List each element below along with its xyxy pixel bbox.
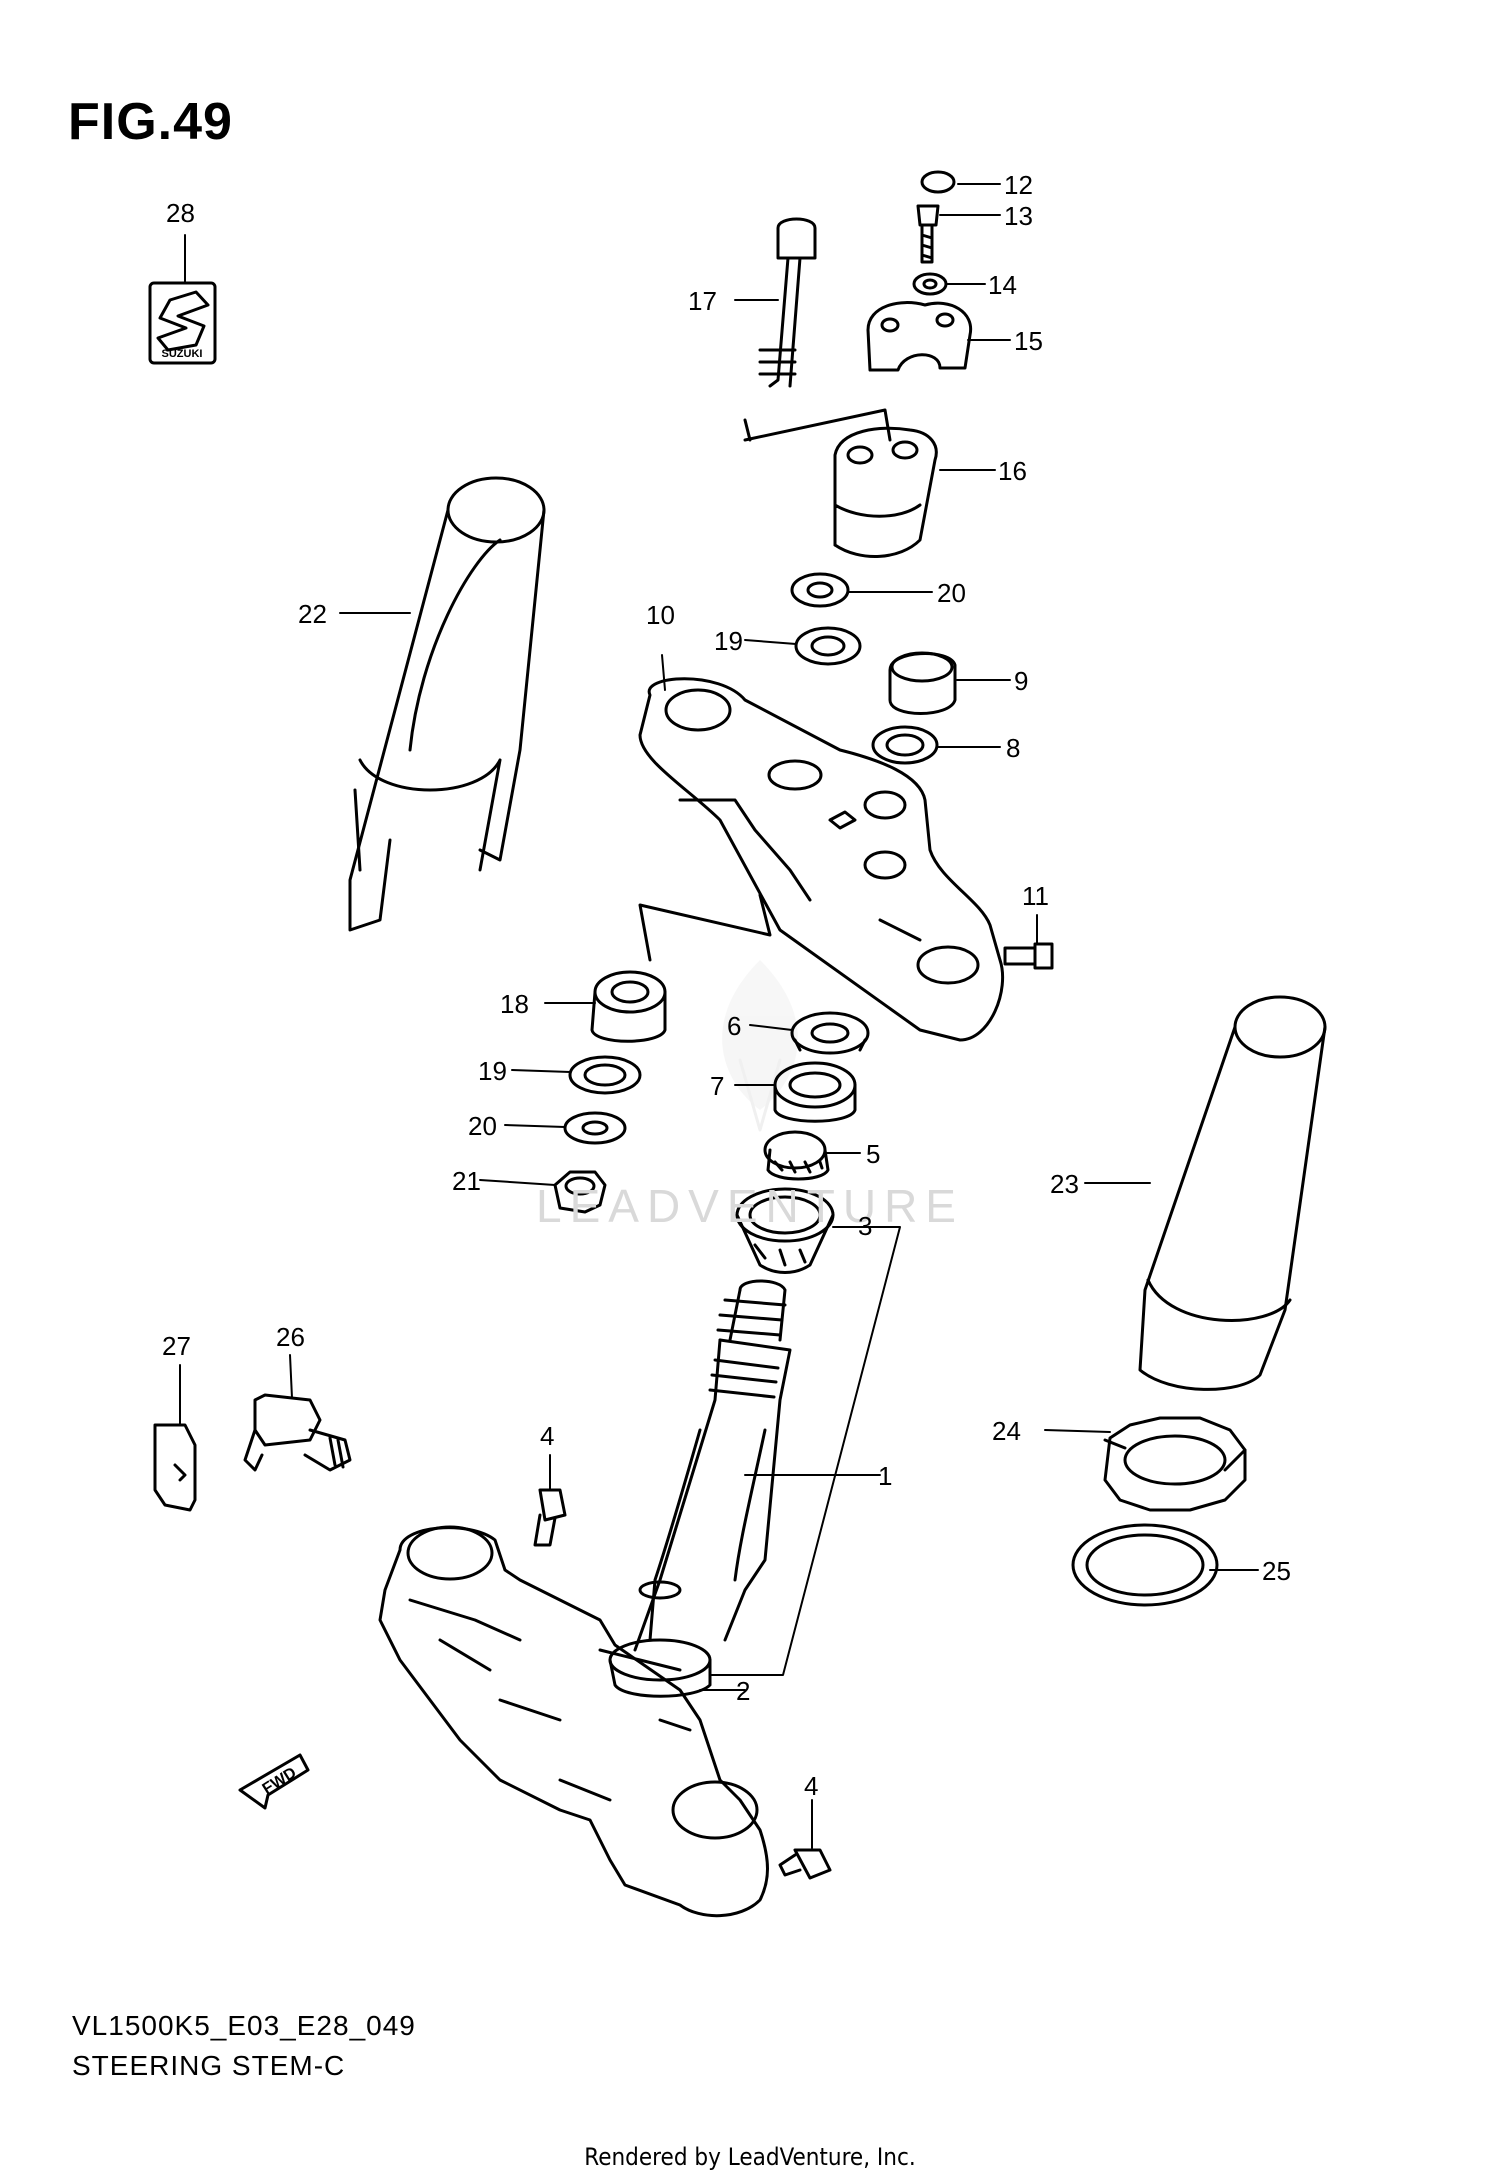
callout-6: 6 bbox=[727, 1011, 741, 1041]
part-24-steering-nut-lower bbox=[1103, 1416, 1247, 1512]
rendered-by-footer: Rendered by LeadVenture, Inc. bbox=[584, 2143, 916, 2171]
part-6-steering-nut bbox=[790, 1011, 870, 1055]
callout-18: 18 bbox=[500, 989, 529, 1019]
leader-lines bbox=[179, 183, 1259, 1849]
fwd-arrow-icon bbox=[238, 1753, 310, 1810]
suzuki-logo-text: SUZUKI bbox=[162, 348, 203, 360]
part-9-cap-nut bbox=[888, 651, 957, 715]
callout-25: 25 bbox=[1262, 1556, 1291, 1586]
part-8-washer bbox=[871, 725, 939, 765]
callout-3: 3 bbox=[858, 1211, 872, 1241]
model-code: VL1500K5_E03_E28_049 bbox=[72, 2010, 416, 2041]
callout-23: 23 bbox=[1050, 1169, 1079, 1199]
figure-name: STEERING STEM-C bbox=[72, 2050, 346, 2081]
watermark bbox=[722, 960, 798, 1132]
callout-12: 12 bbox=[1004, 170, 1033, 200]
part-20-washer-lower bbox=[563, 1111, 627, 1145]
callout-21: 21 bbox=[452, 1166, 481, 1196]
part-23-fork-cover-right bbox=[1138, 995, 1327, 1391]
part-11-bolt bbox=[1003, 942, 1054, 970]
part-20-washer-upper bbox=[790, 572, 850, 608]
callout-labels: 28 12 13 17 14 15 16 22 20 10 19 9 8 11 … bbox=[162, 170, 1291, 1801]
callout-26: 26 bbox=[276, 1322, 305, 1352]
suzuki-logo-part bbox=[148, 281, 217, 365]
part-19-washer-lower bbox=[568, 1055, 642, 1095]
figure-title: FIG.49 bbox=[68, 93, 233, 151]
part-26-steering-lock bbox=[243, 1393, 352, 1472]
callout-1: 1 bbox=[878, 1461, 892, 1491]
part-4-bolt-upper bbox=[533, 1488, 567, 1547]
callout-22: 22 bbox=[298, 599, 327, 629]
callout-2: 2 bbox=[736, 1676, 750, 1706]
part-15-handlebar-clamp-upper bbox=[866, 301, 973, 372]
callout-20b: 20 bbox=[468, 1111, 497, 1141]
part-22-fork-cover-left bbox=[348, 476, 546, 932]
callout-13: 13 bbox=[1004, 201, 1033, 231]
callout-11: 11 bbox=[1022, 881, 1049, 911]
callout-5: 5 bbox=[866, 1139, 880, 1169]
part-18-spacer bbox=[590, 970, 667, 1043]
part-10-upper-bracket bbox=[638, 677, 1005, 1042]
callout-7: 7 bbox=[710, 1071, 724, 1101]
callout-14: 14 bbox=[988, 270, 1017, 300]
callout-27: 27 bbox=[162, 1331, 191, 1361]
part-13-bolt bbox=[916, 204, 940, 264]
callout-15: 15 bbox=[1014, 326, 1043, 356]
callout-4b: 4 bbox=[804, 1771, 818, 1801]
part-16-handlebar-holder bbox=[833, 426, 938, 558]
callout-19b: 19 bbox=[478, 1056, 507, 1086]
part-4-bolt-lower bbox=[778, 1848, 832, 1880]
suzuki-s-emblem-icon bbox=[156, 290, 210, 352]
part-lower-bracket bbox=[378, 1525, 769, 1918]
part-3-bearing-lower bbox=[735, 1187, 835, 1274]
part-25-seal bbox=[1071, 1523, 1219, 1607]
callout-8: 8 bbox=[1006, 733, 1020, 763]
callout-16: 16 bbox=[998, 456, 1027, 486]
part-2-bearing-race bbox=[608, 1638, 712, 1698]
callout-4a: 4 bbox=[540, 1421, 554, 1451]
callout-20a: 20 bbox=[937, 578, 966, 608]
callout-9: 9 bbox=[1014, 666, 1028, 696]
callout-28: 28 bbox=[166, 198, 195, 228]
part-19-washer-upper bbox=[794, 626, 862, 666]
part-12-cap bbox=[920, 170, 956, 194]
part-17-bolt bbox=[743, 217, 892, 442]
callout-17: 17 bbox=[688, 286, 717, 316]
callout-24: 24 bbox=[992, 1416, 1021, 1446]
part-27-plate bbox=[153, 1423, 197, 1512]
part-14-washer bbox=[912, 272, 948, 296]
callout-19a: 19 bbox=[714, 626, 743, 656]
watermark-text: LEADVENTURE bbox=[536, 1180, 964, 1232]
leader-dash-10-18 bbox=[638, 893, 772, 962]
part-21-nut bbox=[553, 1170, 607, 1214]
part-1-steering-stem bbox=[633, 1279, 792, 1652]
part-5-bearing-upper bbox=[763, 1130, 830, 1181]
callout-10: 10 bbox=[646, 600, 675, 630]
